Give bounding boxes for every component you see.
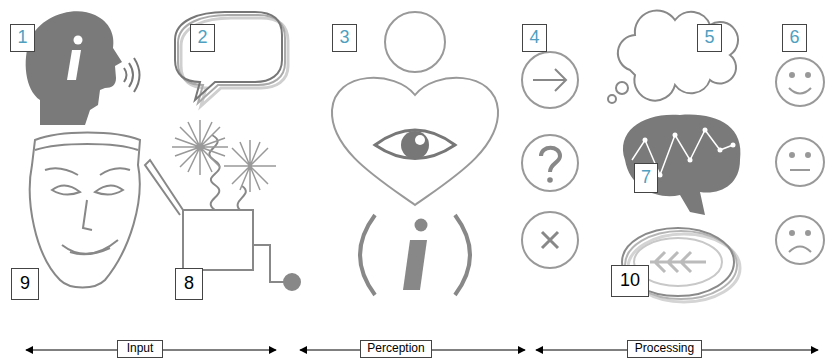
mood-faces <box>776 58 824 264</box>
number-text: 1 <box>17 28 27 48</box>
perception-figure <box>332 12 498 295</box>
section-label: Input <box>117 340 163 358</box>
section-label: Processing <box>627 340 702 358</box>
number-text: 2 <box>197 28 207 48</box>
section-text: Input <box>127 342 154 355</box>
speech-bubble-icon <box>175 12 288 106</box>
mask-icon <box>30 133 140 288</box>
callout-number: 8 <box>175 268 203 300</box>
callout-number: 6 <box>782 24 807 52</box>
speaking-head-icon <box>26 11 140 125</box>
callout-number: 4 <box>522 24 547 52</box>
jack-in-box-icon <box>145 120 300 290</box>
decision-icons <box>522 52 578 268</box>
number-text: 3 <box>339 28 349 48</box>
number-text: 9 <box>20 274 30 294</box>
number-text: 4 <box>529 28 539 48</box>
callout-number: 2 <box>190 24 215 52</box>
number-text: 5 <box>704 28 714 48</box>
section-text: Processing <box>635 342 694 355</box>
callout-number: 7 <box>634 163 658 193</box>
callout-number: 9 <box>11 268 39 300</box>
number-text: 8 <box>184 274 194 294</box>
section-label: Perception <box>360 340 432 358</box>
number-text: 6 <box>789 28 799 48</box>
section-text: Perception <box>367 342 424 355</box>
callout-number: 5 <box>697 24 722 52</box>
number-text: 7 <box>641 168 651 188</box>
callout-number: 3 <box>332 24 357 52</box>
brain-icon <box>623 115 740 215</box>
thought-cloud-icon <box>608 10 738 103</box>
callout-number: 10 <box>611 265 649 297</box>
number-text: 10 <box>620 271 640 291</box>
callout-number: 1 <box>10 24 35 52</box>
